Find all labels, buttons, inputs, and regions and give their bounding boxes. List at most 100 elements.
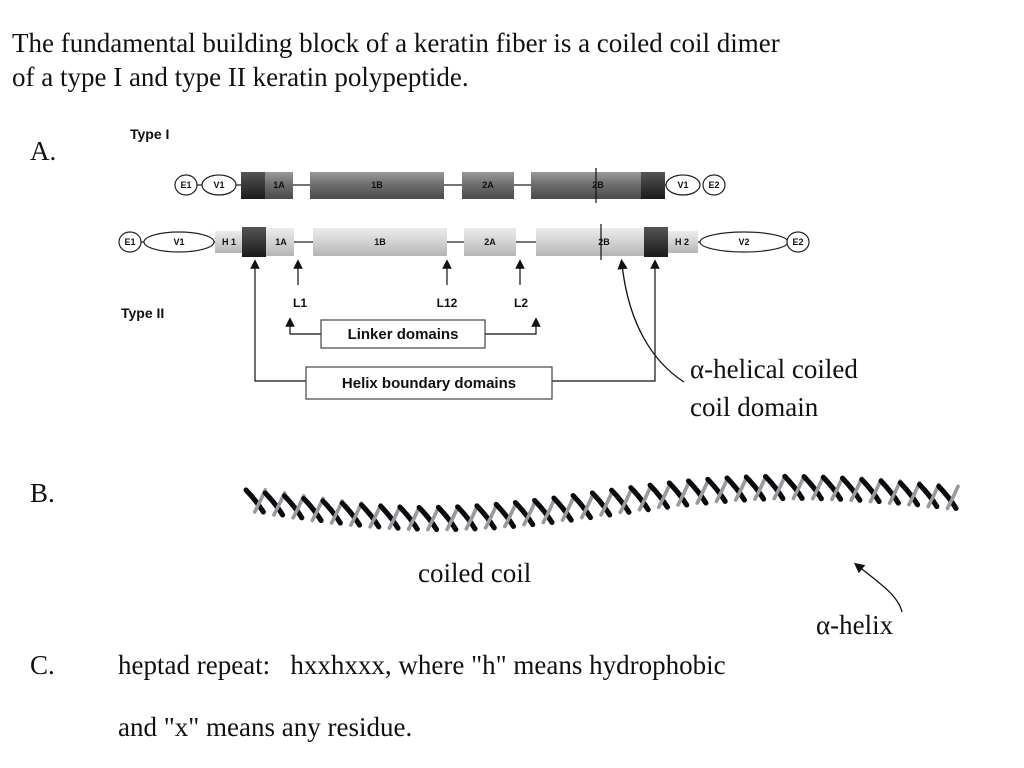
helix-black-back-turn bbox=[522, 500, 537, 527]
helix-black-turn bbox=[647, 482, 670, 510]
type-2-row: E1 V1 H 1 1A 1B 2A 2B H 2 V2 E2 bbox=[118, 224, 810, 260]
type1-h2-block bbox=[641, 172, 665, 199]
helix-black-back-turn bbox=[503, 502, 518, 529]
type2-e1-shape bbox=[118, 231, 142, 253]
type2-1a-segment bbox=[266, 228, 294, 256]
type2-seg-label: H 1 bbox=[222, 237, 236, 247]
type1-e1-shape bbox=[174, 174, 198, 196]
type1-seg-label: 2A bbox=[482, 180, 494, 190]
helix-black-turn bbox=[609, 487, 632, 515]
helix-black-turn bbox=[570, 493, 593, 521]
helix-black-turn bbox=[435, 504, 459, 532]
type-1-row: E1 V1 1A 1B 2A 2B V1 E2 bbox=[174, 168, 726, 203]
type1-v1b-shape bbox=[665, 174, 701, 196]
linker-label: L2 bbox=[514, 296, 528, 310]
type2-1b-segment bbox=[313, 228, 447, 256]
type2-2b-segment bbox=[536, 228, 644, 256]
type2-h1-block bbox=[242, 227, 266, 257]
type2-e2-shape bbox=[786, 231, 810, 253]
type1-seg-label: V1 bbox=[213, 180, 224, 190]
alpha-helix-pointer bbox=[853, 562, 903, 613]
type1-seg-label: E1 bbox=[180, 180, 191, 190]
helix-black-turn bbox=[416, 504, 440, 532]
type2-seg-label: V2 bbox=[738, 237, 749, 247]
type2-seg-label: H 2 bbox=[675, 237, 689, 247]
helix-black-turn bbox=[782, 473, 805, 501]
helix-black-back-turn bbox=[560, 496, 575, 522]
type2-h2-block bbox=[644, 227, 668, 257]
helix-black-back-turn bbox=[464, 505, 479, 531]
type1-h1-block bbox=[241, 172, 265, 199]
type1-1a-segment bbox=[265, 172, 293, 199]
helix-black-back-turn bbox=[599, 491, 614, 517]
helix-black-turn bbox=[474, 503, 497, 531]
helix-black-turn bbox=[589, 490, 613, 518]
helix-black-turn bbox=[878, 478, 901, 506]
coiled-coil-label: coiled coil bbox=[418, 558, 532, 588]
helix-black-turn bbox=[397, 504, 420, 532]
helix-black-back-turn bbox=[733, 476, 749, 502]
helix-black-turn bbox=[551, 495, 574, 523]
helix-black-turn bbox=[358, 502, 382, 530]
helix-black-turn bbox=[724, 475, 747, 503]
intro-line-2: of a type I and type II keratin polypept… bbox=[12, 62, 469, 92]
heptad-line-2: and "x" means any residue. bbox=[118, 712, 413, 742]
helix-black-back-turn bbox=[541, 498, 556, 525]
helix-black-back-turn bbox=[695, 479, 710, 505]
type1-seg-label: 2B bbox=[592, 180, 604, 190]
helical-domain-line-1: α-helical coiled bbox=[690, 354, 858, 384]
coiled-coil-illustration bbox=[243, 473, 960, 532]
type1-v1-shape bbox=[201, 174, 237, 196]
helical-domain-label: α-helical coiled coil domain bbox=[690, 350, 950, 426]
helix-black-turn bbox=[859, 477, 882, 505]
type2-h1-segment bbox=[215, 231, 242, 253]
type1-seg-label: E2 bbox=[708, 180, 719, 190]
type1-seg-label: V1 bbox=[677, 180, 688, 190]
type2-h2-segment bbox=[668, 231, 698, 253]
linker-domains-box bbox=[320, 319, 486, 349]
type1-2a-segment bbox=[462, 172, 514, 199]
helix-black-turn bbox=[281, 493, 305, 521]
helix-black-turn bbox=[532, 497, 555, 525]
helix-black-back-turn bbox=[580, 493, 595, 520]
helix-black-turn bbox=[301, 495, 324, 523]
helix-black-turn bbox=[705, 476, 728, 504]
helix-black-back-turn bbox=[676, 481, 691, 507]
section-c-label: C. bbox=[30, 650, 55, 680]
type2-v1-shape bbox=[143, 231, 215, 253]
type1-e2-shape bbox=[702, 174, 726, 196]
helix-black-back-turn bbox=[714, 477, 729, 504]
helix-boundary-bracket bbox=[250, 259, 660, 382]
type2-seg-label: 1B bbox=[374, 237, 386, 247]
helix-black-back-turn bbox=[637, 485, 652, 512]
helix-boundary-box bbox=[305, 366, 553, 400]
linker-domains-label: Linker domains bbox=[348, 326, 459, 343]
helix-black-turn bbox=[339, 500, 363, 528]
helix-black-back-turn bbox=[945, 484, 960, 511]
type1-seg-label: 1A bbox=[273, 180, 285, 190]
heptad-line-1: heptad repeat: hxxhxxx, where "h" means … bbox=[118, 650, 726, 680]
type2-seg-label: V1 bbox=[173, 237, 184, 247]
helix-boundary-label: Helix boundary domains bbox=[342, 375, 516, 392]
helix-black-turn bbox=[243, 487, 266, 515]
helix-black-turn bbox=[262, 490, 286, 518]
linker-label: L12 bbox=[437, 296, 458, 310]
type2-seg-label: E1 bbox=[124, 237, 135, 247]
alpha-helix-label: α-helix bbox=[816, 610, 894, 640]
type2-seg-label: 1A bbox=[275, 237, 287, 247]
type2-seg-label: 2B bbox=[598, 237, 610, 247]
type-2-label: Type II bbox=[121, 305, 164, 321]
helical-domain-line-2: coil domain bbox=[690, 392, 819, 422]
helix-black-turn bbox=[763, 474, 786, 502]
type1-1b-segment bbox=[310, 172, 444, 199]
helix-black-turn bbox=[840, 475, 863, 503]
linker-arrows bbox=[293, 259, 525, 285]
helix-black-turn bbox=[936, 483, 959, 511]
helix-black-turn bbox=[820, 474, 844, 502]
helix-black-turn bbox=[686, 478, 709, 506]
type1-seg-label: 1B bbox=[371, 180, 383, 190]
type2-2a-segment bbox=[464, 228, 516, 256]
helix-black-turn bbox=[512, 500, 536, 528]
helix-black-turn bbox=[378, 503, 401, 531]
